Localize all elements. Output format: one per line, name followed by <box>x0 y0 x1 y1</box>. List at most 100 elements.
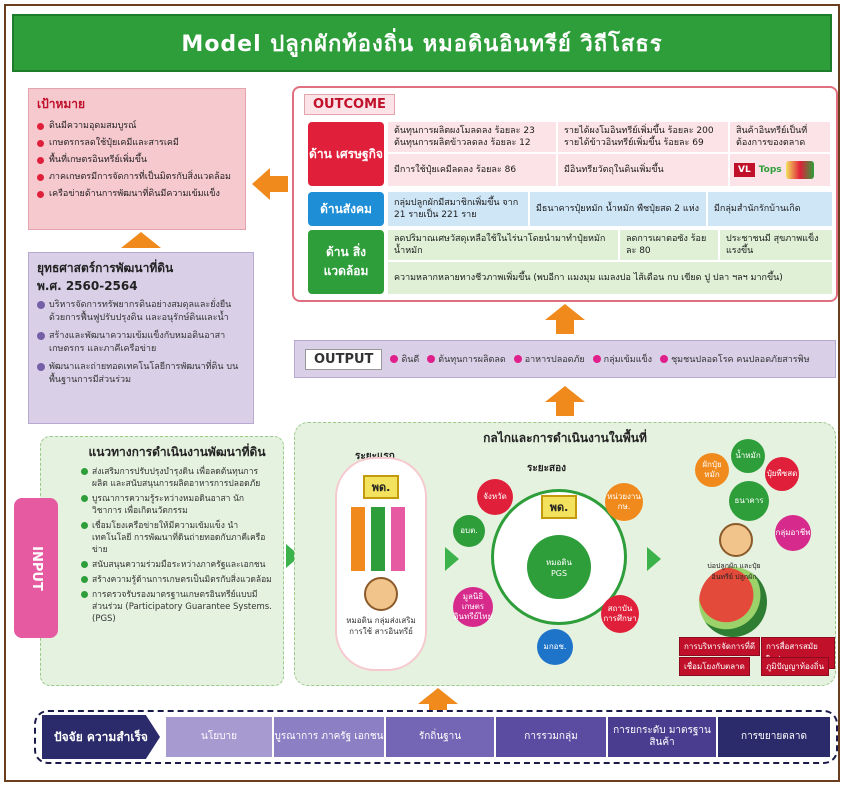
economy-income-cell: รายได้ผงโมอินทรีย์เพิ่มขึ้น ร้อยละ 200 ร… <box>558 122 728 152</box>
approach-text: สนับสนุนความร่วมมือระหว่างภาครัฐและเอกชน <box>92 560 266 570</box>
economy-cost-cell: ต้นทุนการผลิตผงโมลดลง ร้อยละ 23 ต้นทุนกา… <box>388 122 556 152</box>
goal-item: พื้นที่เกษตรอินทรีย์เพิ่มขึ้น <box>37 152 237 169</box>
bullet-icon <box>37 301 45 309</box>
output-text: ต้นทุนการผลิตลด <box>438 355 506 365</box>
ribbon-green <box>371 507 385 571</box>
farmer-icon <box>719 523 753 557</box>
brand-logo: VL <box>734 163 755 177</box>
node-province: จังหวัด <box>477 479 513 515</box>
arrow-left-icon <box>252 168 270 200</box>
output-text: กลุ่มเข้มแข็ง <box>603 355 653 365</box>
goal-text: พื้นที่เกษตรอินทรีย์เพิ่มขึ้น <box>49 155 147 165</box>
goal-item: ดินมีความอุดมสมบูรณ์ <box>37 118 237 135</box>
arrow-stem <box>556 402 574 416</box>
bullet-icon <box>81 495 88 502</box>
bullet-icon <box>81 561 88 568</box>
economy-organic-cell: มีอินทรียวัตถุในดินเพิ่มขึ้น <box>558 154 728 186</box>
bullet-icon <box>81 522 88 529</box>
bullet-icon <box>37 332 45 340</box>
env-biodiversity-cell: ความหลากหลายทางชีวภาพเพิ่มขึ้น (พบอีกา แ… <box>388 262 832 294</box>
soil-doctor-hub: หมอดิน PGS <box>527 535 591 599</box>
watermelon-image <box>699 567 767 637</box>
approach-item: สร้างความรู้ด้านการเกษตรเป็นมิตรกับสิ่งแ… <box>81 574 273 586</box>
strategy-years: พ.ศ. 2560-2564 <box>37 279 138 293</box>
bullet-icon <box>37 174 44 181</box>
factors-head: ปัจจัย ความสำเร็จ <box>42 715 160 759</box>
arrow-up-icon <box>418 688 458 704</box>
approach-item: บูรณาการความรู้ระหว่างหมอดินอาสา นักวิชา… <box>81 493 273 517</box>
bullet-icon <box>660 355 669 363</box>
factor-item: บูรณาการ ภาครัฐ เอกชน <box>274 717 384 757</box>
goal-item: ภาคเกษตรมีการจัดการที่เป็นมิตรกับสิ่งแวด… <box>37 169 237 186</box>
output-text: ดินดี <box>401 355 420 365</box>
approach-item: สนับสนุนความร่วมมือระหว่างภาครัฐและเอกชน <box>81 559 273 571</box>
goals-box: เป้าหมาย ดินมีความอุดมสมบูรณ์ เกษตรกรลดใ… <box>28 88 246 230</box>
env-waste-cell: ลดปริมาณเศษวัสดุเหลือใช้ในไร่นาโดยนำมาทำ… <box>388 230 618 260</box>
phase1-caption: หมอดิน กลุ่มส่งเสริม การใช้ สารอินทรีย์ <box>346 616 416 636</box>
node-agri-agency: หน่วยงาน กษ. <box>605 483 643 521</box>
social-group-cell: มีกลุ่มสำนักรักบ้านเกิด <box>708 192 832 226</box>
factor-item: การรวมกลุ่ม <box>496 717 606 757</box>
output-item: ชุมชนปลอดโรค คนปลอดภัยสารพิษ <box>660 352 810 366</box>
approach-item: การตรวจรับรองมาตรฐานเกษตรอินทรีย์แบบมี ส… <box>81 589 273 625</box>
output-item: ดินดี <box>390 352 419 366</box>
env-burning-cell: ลดการเผาตอซัง ร้อยละ 80 <box>620 230 718 260</box>
economy-row: ด้าน เศรษฐกิจ ต้นทุนการผลิตผงโมลดลง ร้อย… <box>308 122 830 186</box>
box-market-link: เชื่อมโยงกับตลาด <box>679 657 750 676</box>
arrow-stem <box>270 176 288 192</box>
node-foundation: มูลนิธิ เกษตร อินทรีย์ไทย <box>453 587 493 627</box>
bullet-icon <box>81 576 88 583</box>
tops-logo: Tops <box>758 165 782 175</box>
output-bar: OUTPUT ดินดี ต้นทุนการผลิตลด อาหารปลอดภั… <box>294 340 836 378</box>
bullet-icon <box>37 123 44 130</box>
factor-item: การขยายตลาด <box>718 717 830 757</box>
arrow-stem <box>429 702 447 710</box>
strategy-text: บริหารจัดการทรัพยากรดินอย่างสมดุลและยั่ง… <box>49 300 232 323</box>
output-item: กลุ่มเข้มแข็ง <box>592 352 653 366</box>
output-item: ต้นทุนการผลิตลด <box>427 352 506 366</box>
ribbon-orange <box>351 507 365 571</box>
goals-title: เป้าหมาย <box>37 97 86 111</box>
outcome-box: OUTCOME ด้าน เศรษฐกิจ ต้นทุนการผลิตผงโมล… <box>292 86 838 302</box>
phase2-label: ระยะสอง <box>527 463 566 474</box>
goal-text: เครือข่ายด้านการพัฒนาที่ดินมีความเข้มแข็… <box>49 189 220 199</box>
market-logos: VL Tops <box>730 154 830 186</box>
node-institute: สถาบัน การศึกษา <box>601 595 639 633</box>
bullet-icon <box>37 363 45 371</box>
pd-badge: พด. <box>363 475 399 499</box>
bullet-icon <box>592 355 601 363</box>
hub-label: หมอดิน <box>545 558 572 567</box>
strategy-item: บริหารจัดการทรัพยากรดินอย่างสมดุลและยั่ง… <box>37 299 245 325</box>
social-row: ด้านสังคม กลุ่มปลูกผักมีสมาชิกเพิ่มขึ้น … <box>308 192 832 226</box>
soil-doctor-icon <box>364 577 398 611</box>
economy-chem-cell: มีการใช้ปุ๋ยเคมีลดลง ร้อยละ 86 <box>388 154 556 186</box>
strategy-list: บริหารจัดการทรัพยากรดินอย่างสมดุลและยั่ง… <box>37 299 245 387</box>
pd-badge-center: พด. <box>541 495 577 519</box>
goal-text: ภาคเกษตรมีการจัดการที่เป็นมิตรกับสิ่งแวด… <box>49 172 231 182</box>
strategy-item: สร้างและพัฒนาความเข้มแข็งกับหมอดินอาสา เ… <box>37 330 245 356</box>
mechanism-box: กลไกและการดำเนินงานในพื้นที่ ระยะแรก พด.… <box>294 422 836 686</box>
approach-text: เชื่อมโยงเครือข่ายให้มีความเข้มแข็ง นำเท… <box>92 521 266 555</box>
factor-item: การยกระดับ มาตรฐานสินค้า <box>608 717 716 757</box>
factor-item: นโยบาย <box>166 717 272 757</box>
strategy-title: ยุทธศาสตร์การพัฒนาที่ดิน <box>37 261 174 275</box>
output-title: OUTPUT <box>305 348 383 370</box>
success-factors-bar: ปัจจัย ความสำเร็จ นโยบาย บูรณาการ ภาครัฐ… <box>34 710 838 764</box>
approach-text: ส่งเสริมการปรับปรุงบำรุงดิน เพื่อลดต้นทุ… <box>92 467 261 489</box>
arrow-up-icon <box>121 232 161 248</box>
phase1-panel: พด. หมอดิน กลุ่มส่งเสริม การใช้ สารอินทร… <box>335 457 427 671</box>
goal-item: เกษตรกรลดใช้ปุ๋ยเคมีและสารเคมี <box>37 135 237 152</box>
bullet-icon <box>37 191 44 198</box>
economy-market-cell: สินค้าอินทรีย์เป็นที่ ต้องการของตลาด <box>730 122 830 152</box>
arrow-up-icon <box>545 304 585 320</box>
outcome-title: OUTCOME <box>304 94 395 115</box>
ribbon-pink <box>391 507 405 571</box>
bullet-icon <box>390 355 399 363</box>
env-health-cell: ประชาชนมี สุขภาพแข็งแรงขึ้น <box>720 230 832 260</box>
strategy-text: สร้างและพัฒนาความเข้มแข็งกับหมอดินอาสา เ… <box>49 331 226 354</box>
approach-text: บูรณาการความรู้ระหว่างหมอดินอาสา นักวิชา… <box>92 494 245 516</box>
node-tao: อบต. <box>453 515 485 547</box>
hub-pgs: PGS <box>550 569 568 578</box>
goals-list: ดินมีความอุดมสมบูรณ์ เกษตรกรลดใช้ปุ๋ยเคม… <box>37 118 237 203</box>
environment-row: ด้าน สิ่งแวดล้อม ลดปริมาณเศษวัสดุเหลือใช… <box>308 230 832 294</box>
